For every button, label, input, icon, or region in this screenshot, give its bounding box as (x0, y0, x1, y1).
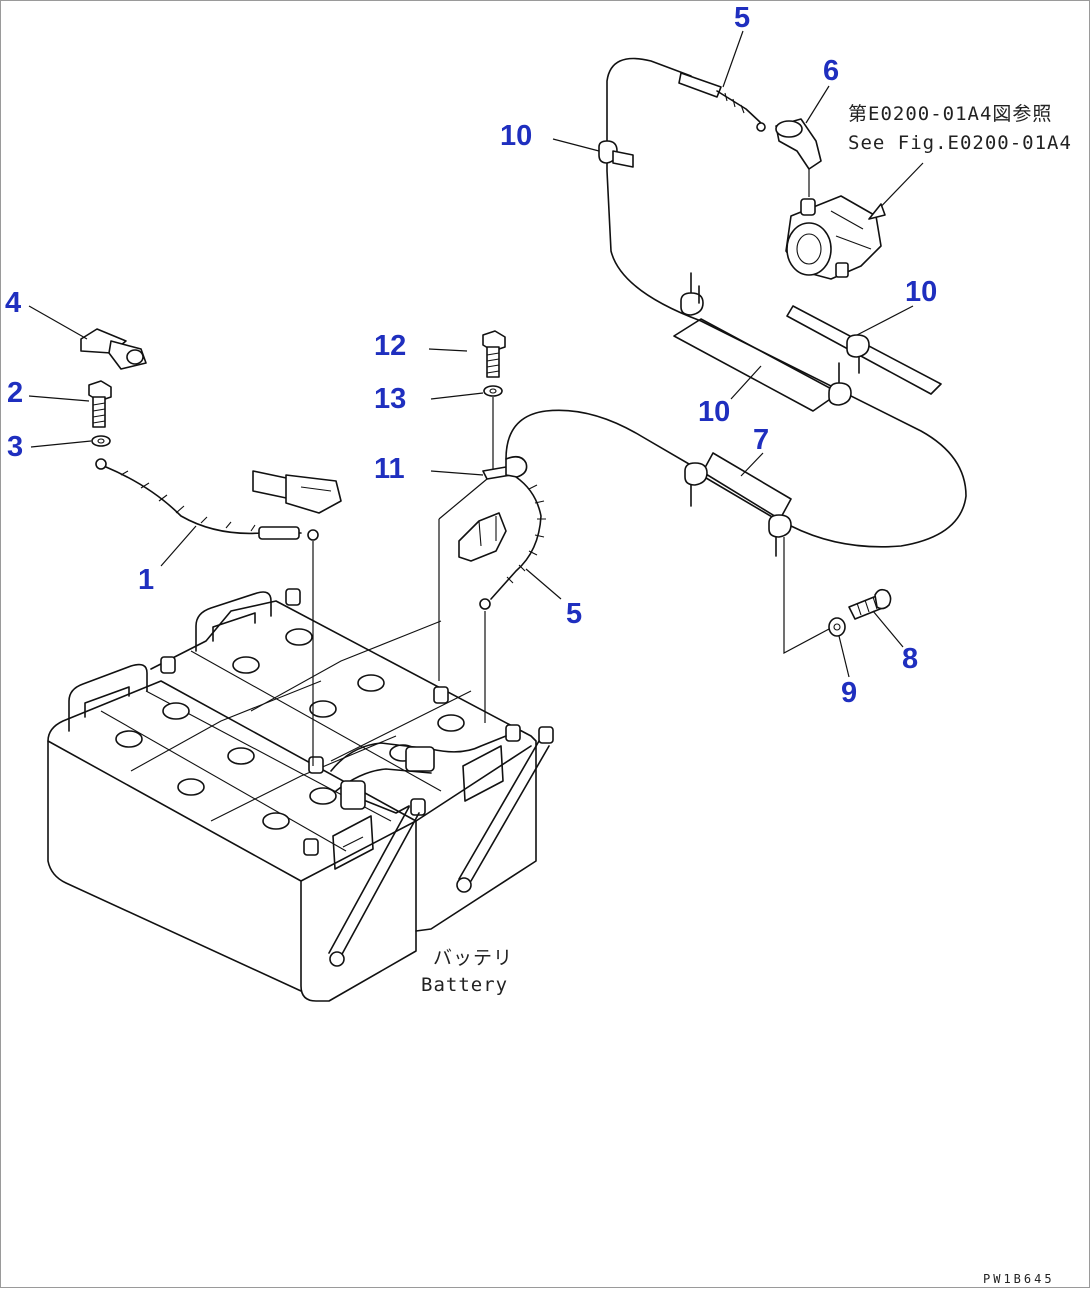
callout-5-lower: 5 (566, 598, 582, 630)
starter-motor (785, 162, 924, 280)
callout-13: 13 (374, 383, 406, 415)
clip-11 (438, 466, 512, 681)
clamp-10-mid (680, 272, 704, 316)
callout-4: 4 (5, 287, 21, 319)
callout-10-upper: 10 (500, 120, 532, 152)
figure-code: PW1B645 (983, 1272, 1055, 1286)
washer-9 (828, 617, 846, 637)
reference-note-japanese: 第E0200-01A4図参照 (848, 103, 1052, 125)
callout-3: 3 (7, 431, 23, 463)
callout-7: 7 (753, 424, 769, 456)
washer-13 (483, 385, 503, 397)
callout-9: 9 (841, 677, 857, 709)
callout-11: 11 (374, 453, 405, 485)
callout-1: 1 (138, 564, 154, 596)
bolt-12 (482, 330, 506, 378)
bolt-2 (88, 380, 112, 428)
callout-leaders (28, 30, 914, 678)
callout-10-right: 10 (905, 276, 937, 308)
battery-link-cables (328, 735, 550, 967)
cable-end-5-upper (678, 72, 766, 132)
battery-terminal-cover (252, 470, 342, 514)
battery-left (47, 663, 417, 1002)
bolt-8 (848, 588, 892, 620)
clamp-10-upper (598, 140, 634, 168)
hose-10-right (786, 305, 942, 395)
reference-note-english: See Fig.E0200-01A4 (848, 132, 1072, 154)
protector-7 (684, 452, 830, 654)
battery-label-japanese: バッテリ (433, 947, 513, 969)
callout-2: 2 (7, 377, 23, 409)
battery-right (150, 591, 537, 932)
main-cable-route (505, 57, 967, 548)
callout-8: 8 (902, 643, 918, 675)
callout-6: 6 (823, 55, 839, 87)
terminal-cover-4 (80, 328, 147, 370)
positive-cable-5 (479, 455, 546, 723)
battery-label-english: Battery (421, 974, 508, 996)
ground-cable-1 (95, 458, 319, 766)
callout-10-lower: 10 (698, 396, 730, 428)
callout-12: 12 (374, 330, 406, 362)
terminal-boot-5 (458, 512, 507, 562)
washer-3 (91, 435, 111, 447)
terminal-cover-6 (775, 118, 822, 170)
callout-5-upper: 5 (734, 2, 750, 34)
protector-10 (673, 318, 852, 412)
